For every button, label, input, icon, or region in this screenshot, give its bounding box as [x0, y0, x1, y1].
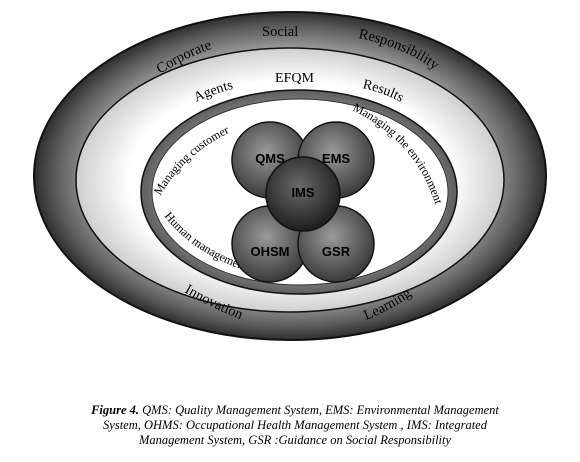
- middle-label-efqm: EFQM: [275, 71, 314, 86]
- diagram: Corporate Social Responsibility Agents E…: [33, 11, 547, 341]
- svg-text:Social: Social: [262, 24, 298, 40]
- figure-caption-label: Figure 4.: [91, 403, 140, 417]
- figure-caption: Figure 4. QMS: Quality Management System…: [80, 403, 510, 462]
- svg-text:EFQM: EFQM: [275, 71, 314, 86]
- circle-label-ims: IMS: [291, 185, 314, 200]
- figure-caption-text: QMS: Quality Management System, EMS: Env…: [103, 403, 499, 447]
- circle-label-gsr: GSR: [322, 244, 351, 259]
- circle-ims: IMS: [265, 156, 341, 232]
- outer-label-social: Social: [262, 24, 298, 40]
- circle-label-qms: QMS: [255, 151, 285, 166]
- circle-label-ems: EMS: [322, 151, 351, 166]
- circle-label-ohsm: OHSM: [251, 244, 290, 259]
